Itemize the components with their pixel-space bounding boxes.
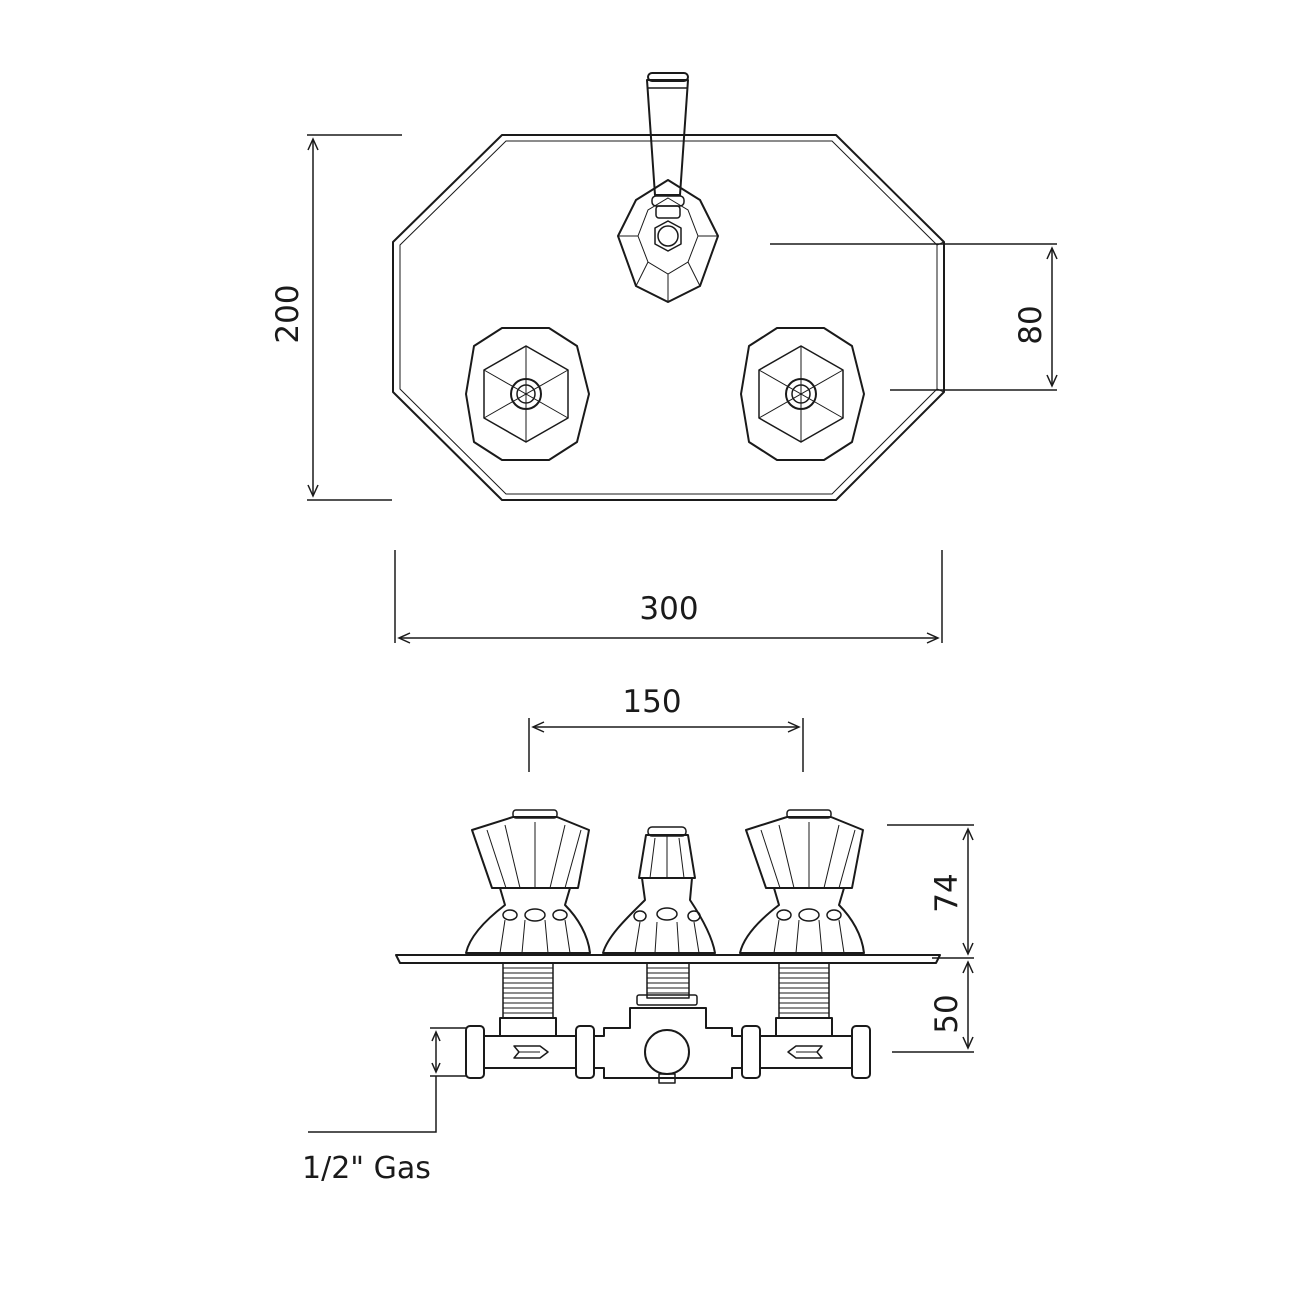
front-view: 200 80 300 xyxy=(270,72,1058,644)
wall-plate-edge xyxy=(395,954,941,964)
valve-body-piping xyxy=(465,1007,871,1084)
dim-label-150: 150 xyxy=(622,684,681,720)
gas-connection-label: 1/2" Gas xyxy=(302,1151,431,1186)
right-valve-side xyxy=(739,809,865,1019)
dimension-projection-74: 74 xyxy=(887,824,974,959)
center-diverter-side xyxy=(602,826,716,1006)
dim-label-200: 200 xyxy=(270,284,306,343)
side-view: 150 xyxy=(302,684,974,1186)
dimension-offset-80: 80 xyxy=(770,243,1058,391)
dim-label-300: 300 xyxy=(639,591,698,627)
dim-label-50: 50 xyxy=(929,994,965,1033)
wall-plate-octagon xyxy=(392,134,945,501)
dimension-spacing-150: 150 xyxy=(528,684,804,772)
right-handle-top xyxy=(740,327,865,461)
left-valve-side xyxy=(465,809,591,1019)
arrow-left-icon xyxy=(787,1045,823,1059)
dim-label-74: 74 xyxy=(929,873,965,912)
left-handle-top xyxy=(465,327,590,461)
dimension-depth-50: 50 xyxy=(892,960,974,1053)
diverter-lever xyxy=(617,72,719,303)
gas-connection-leader: 1/2" Gas xyxy=(302,1027,467,1186)
dim-label-80: 80 xyxy=(1013,305,1049,344)
dimension-width-300: 300 xyxy=(394,550,943,644)
arrow-right-icon xyxy=(513,1045,549,1059)
dimension-height-200: 200 xyxy=(270,134,402,501)
